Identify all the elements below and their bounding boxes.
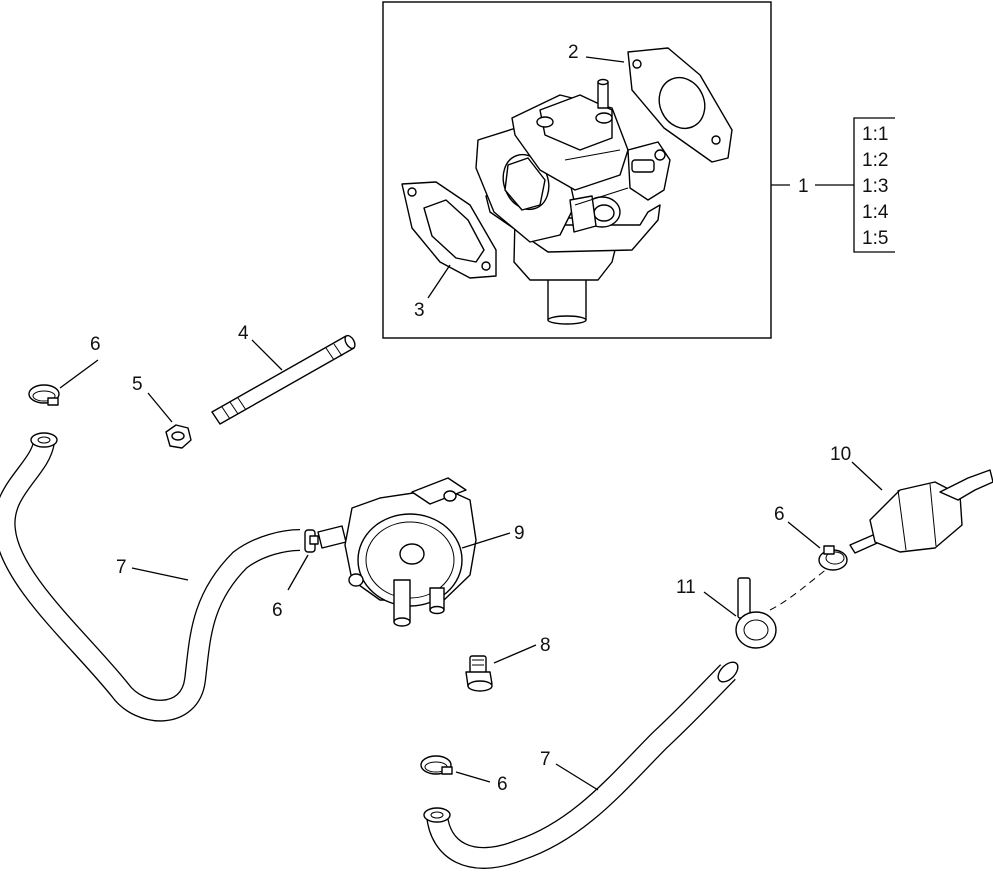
- fuel-hose-left: [0, 432, 301, 722]
- callout-5: 5: [132, 374, 143, 395]
- callout-6-lower: 6: [497, 774, 508, 795]
- callout-6-upper-left: 6: [90, 334, 101, 355]
- hose-clip: [735, 577, 777, 649]
- stud: [211, 334, 356, 425]
- callout-3: 3: [414, 300, 425, 321]
- callout-4: 4: [238, 323, 249, 344]
- routing-line: [769, 567, 829, 611]
- hose-clamp-pump: [304, 529, 319, 553]
- carburetor: [475, 78, 671, 325]
- callout-8: 8: [540, 635, 551, 656]
- callout-10: 10: [830, 444, 851, 465]
- kit-item-5: 1:5: [862, 228, 888, 249]
- hose-clamp-upper-left: [28, 384, 60, 406]
- callout-6-filter: 6: [774, 504, 785, 525]
- callout-6-pump: 6: [272, 600, 283, 621]
- fuel-hose-lower: [423, 661, 739, 869]
- kit-bracket: [771, 117, 895, 253]
- nut: [165, 424, 192, 449]
- hose-clamp-lower: [420, 755, 453, 775]
- gasket-lower: [401, 181, 497, 279]
- callout-9: 9: [514, 523, 525, 544]
- callout-7-lower: 7: [540, 749, 551, 770]
- fuel-pump: [317, 477, 477, 627]
- carburetor-inset-frame: [382, 1, 772, 339]
- callout-7-left: 7: [116, 557, 127, 578]
- callout-11: 11: [676, 577, 696, 598]
- kit-item-2: 1:2: [862, 150, 888, 171]
- kit-item-4: 1:4: [862, 202, 889, 223]
- gasket-upper: [627, 47, 733, 163]
- kit-item-3: 1:3: [862, 176, 888, 197]
- fuel-filter: [849, 469, 993, 554]
- leader-lines: [59, 56, 883, 791]
- callout-1: 1: [798, 176, 809, 197]
- callout-2: 2: [568, 42, 579, 63]
- kit-item-1: 1:1: [862, 124, 888, 145]
- bolt: [465, 655, 493, 692]
- hose-clamp-filter: [818, 545, 848, 571]
